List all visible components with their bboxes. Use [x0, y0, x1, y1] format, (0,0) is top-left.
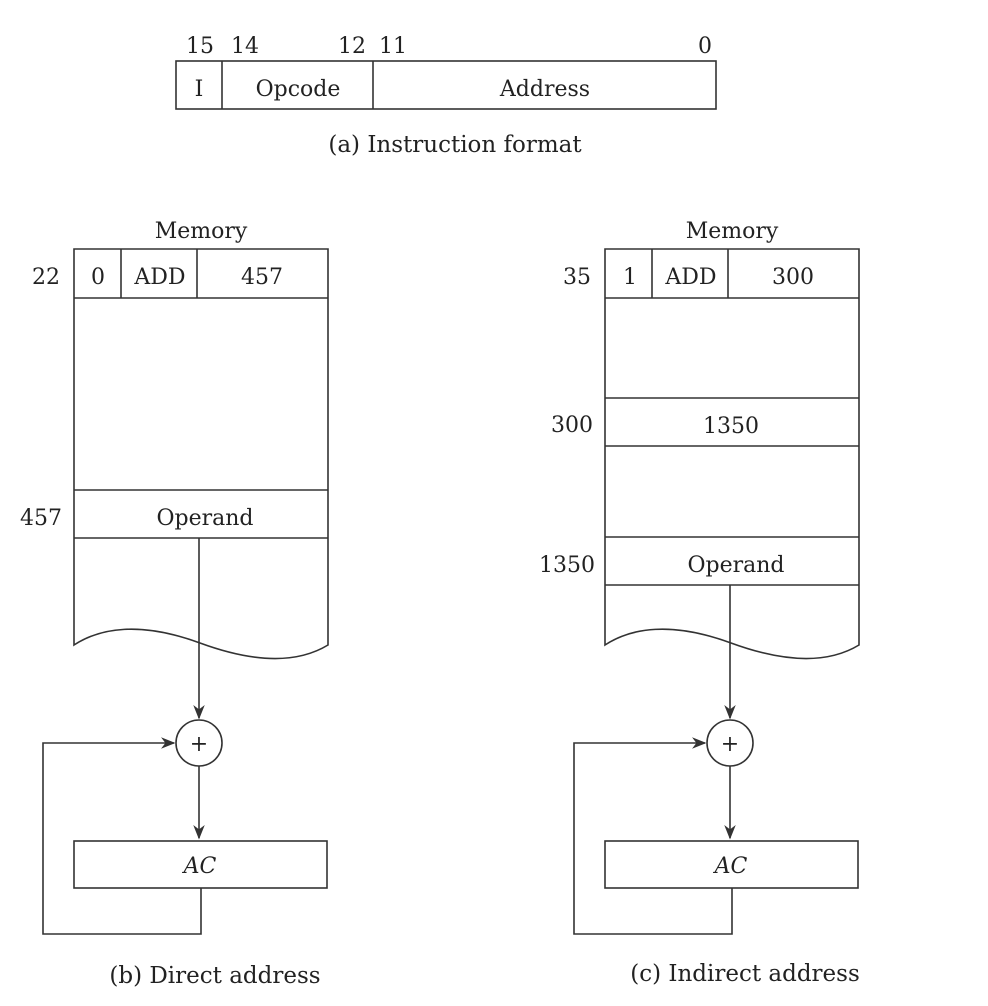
field-opcode: Opcode — [256, 77, 341, 102]
memory-block — [73, 248, 329, 660]
caption-direct-address: (b) Direct address — [109, 963, 320, 989]
accumulator-register — [604, 840, 859, 889]
memory-block — [604, 248, 860, 660]
instruction-format: 15 14 12 11 0 I Opcode Address (a) Instr… — [175, 34, 717, 158]
bit-label-12: 12 — [338, 34, 366, 59]
bit-label-15: 15 — [186, 34, 214, 59]
accumulator-label: AC — [713, 854, 748, 879]
operand-cell: Operand — [156, 506, 253, 531]
operand-address: 457 — [20, 506, 62, 531]
instruction-mode-bit: 1 — [623, 265, 637, 290]
operand-cell: Operand — [687, 553, 784, 578]
pointer-address: 300 — [551, 413, 593, 438]
memory-title: Memory — [155, 219, 248, 244]
field-address: Address — [499, 77, 590, 102]
memory-title: Memory — [686, 219, 779, 244]
bit-label-11: 11 — [379, 34, 407, 59]
indirect-address-panel: Memory 35 1 ADD 300 300 1350 1350 Operan… — [539, 219, 860, 987]
pointer-value-cell: 1350 — [703, 414, 759, 439]
caption-instruction-format: (a) Instruction format — [328, 132, 582, 158]
instruction-mode-bit: 0 — [91, 265, 105, 290]
accumulator-register — [73, 840, 328, 889]
field-indirect-bit: I — [195, 77, 204, 102]
instruction-word-box — [175, 60, 717, 110]
instruction-opcode: ADD — [133, 265, 185, 290]
instruction-address-field: 457 — [241, 265, 283, 290]
plus-icon: + — [190, 732, 208, 757]
feedback-arrow — [42, 737, 202, 935]
bit-label-14: 14 — [231, 34, 259, 59]
direct-address-panel: Memory 22 0 ADD 457 457 Operand + AC (b)… — [20, 219, 329, 989]
instruction-opcode: ADD — [664, 265, 716, 290]
bit-label-0: 0 — [698, 34, 712, 59]
feedback-arrow — [573, 737, 733, 935]
instruction-address: 35 — [563, 265, 591, 290]
instruction-address-field: 300 — [772, 265, 814, 290]
plus-icon: + — [721, 732, 739, 757]
operand-address: 1350 — [539, 553, 595, 578]
instruction-address: 22 — [32, 265, 60, 290]
accumulator-label: AC — [182, 854, 217, 879]
caption-indirect-address: (c) Indirect address — [630, 961, 860, 987]
